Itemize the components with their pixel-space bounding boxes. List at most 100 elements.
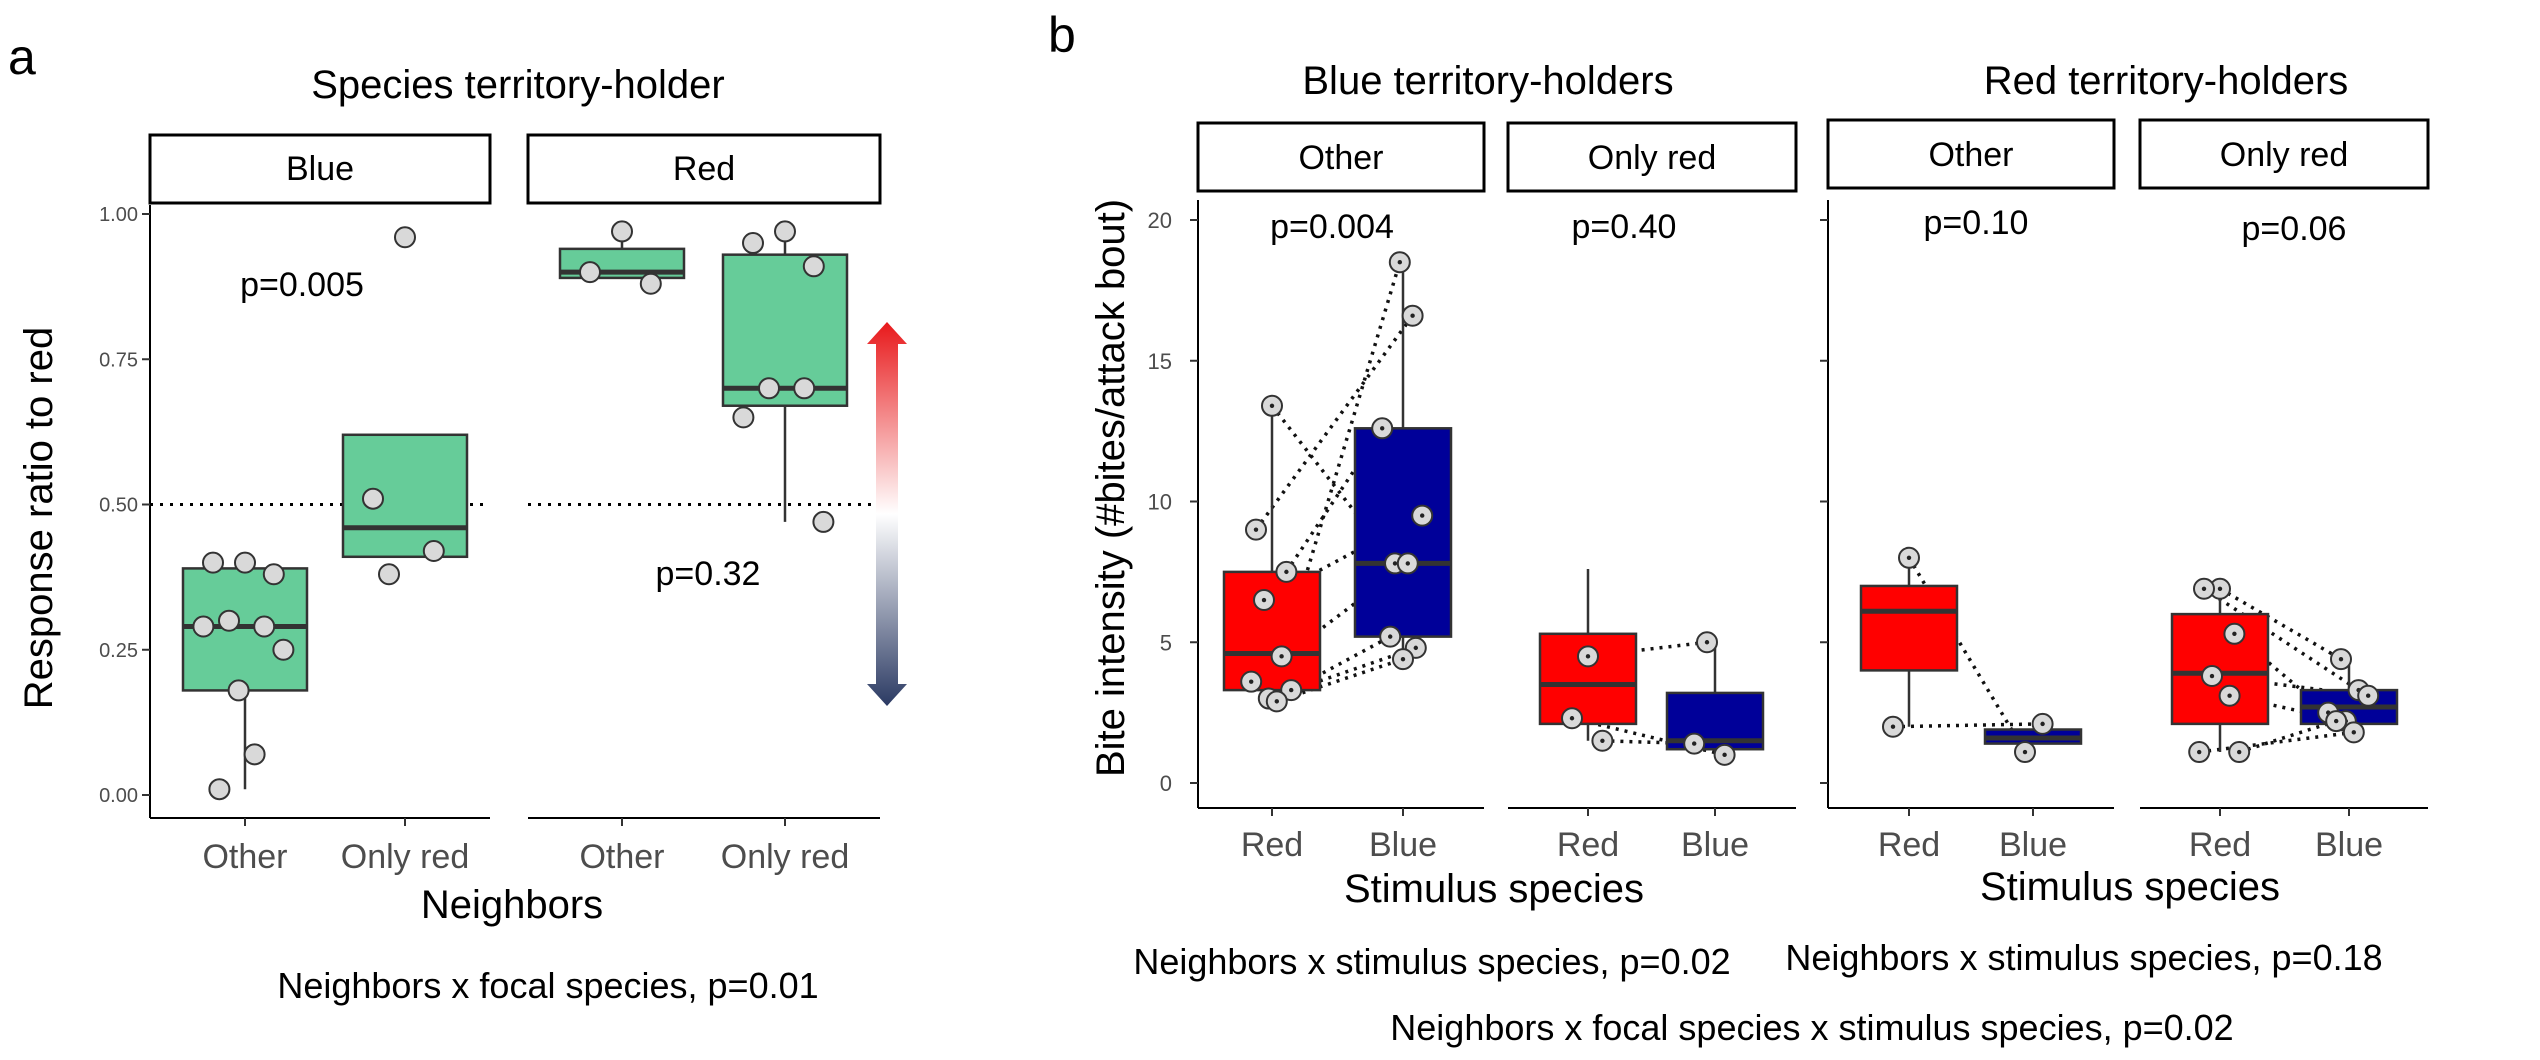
pair-line bbox=[1279, 261, 1402, 657]
x-tick-label: Blue bbox=[1681, 826, 1749, 864]
pair-line bbox=[1276, 657, 1404, 704]
box-b-point-center bbox=[1249, 679, 1254, 684]
box-a-point bbox=[362, 487, 384, 510]
pvalue-b-red-other: p=0.10 bbox=[1924, 204, 2029, 242]
pvalue-b-red-onlyred: p=0.06 bbox=[2242, 210, 2347, 248]
box-b-point-center bbox=[2201, 586, 2207, 591]
x-tick-label: Only red bbox=[341, 838, 470, 876]
y-tick-label: 5 bbox=[1160, 630, 1172, 655]
panel-b-boxes bbox=[1222, 251, 2399, 766]
box-b-point-center bbox=[1279, 654, 1284, 659]
pvalue-b-blue-other: p=0.004 bbox=[1270, 208, 1394, 246]
pair-line bbox=[2203, 587, 2360, 692]
y-tick-label: 0.75 bbox=[99, 349, 138, 371]
strip-a-blue bbox=[148, 133, 492, 205]
box-a-point bbox=[639, 272, 662, 295]
box-a-point bbox=[208, 778, 231, 801]
box-a-point bbox=[579, 261, 601, 284]
box-a-point bbox=[192, 615, 215, 638]
box-b-point-center bbox=[2338, 656, 2344, 662]
box-a-point bbox=[611, 220, 633, 243]
box-a-point bbox=[802, 255, 825, 278]
box-b-point-center bbox=[2209, 673, 2215, 679]
box-b-point-center bbox=[2334, 718, 2339, 724]
box-b-point-center bbox=[1405, 561, 1411, 566]
strip-b-blue-onlyred bbox=[1506, 121, 1798, 193]
box-a-box bbox=[721, 253, 849, 407]
group-blue-title: Blue territory-holders bbox=[1302, 59, 1673, 103]
box-b-point-center bbox=[1380, 426, 1385, 431]
y-tick-label: 0.25 bbox=[99, 640, 138, 662]
box-b-point-center bbox=[2217, 586, 2223, 591]
box-b-point-center bbox=[1410, 313, 1415, 318]
pvalue-a-red: p=0.32 bbox=[656, 555, 761, 593]
x-tick-label: Red bbox=[1878, 826, 1940, 864]
x-tick-label: Blue bbox=[2315, 826, 2383, 864]
box-b-point-center bbox=[1397, 260, 1403, 265]
box-a-point bbox=[218, 609, 240, 632]
box-b-point-center bbox=[1569, 716, 1575, 721]
x-tick-label: Only red bbox=[721, 838, 850, 876]
box-a-point bbox=[793, 377, 816, 400]
x-tick-label: Red bbox=[1557, 826, 1619, 864]
box-a-point bbox=[227, 679, 250, 702]
box-a-point bbox=[742, 232, 764, 255]
box-b-point-center bbox=[1906, 555, 1912, 560]
box-b-point-center bbox=[2351, 730, 2356, 735]
box-b-point-center bbox=[1388, 634, 1393, 639]
strip-b-blue-onlyred-label: Only red bbox=[1588, 139, 1717, 177]
box-a-point bbox=[272, 638, 295, 661]
strip-b-red-other bbox=[1826, 118, 2116, 190]
box-b-point-center bbox=[1600, 738, 1605, 743]
group-red-footer: Neighbors x stimulus species, p=0.18 bbox=[1785, 937, 2382, 978]
box-b-box bbox=[1538, 632, 1638, 726]
group-red-title: Red territory-holders bbox=[1984, 59, 2349, 103]
box-a-point bbox=[202, 551, 224, 574]
box-b-point-center bbox=[2040, 721, 2045, 727]
box-b-point-center bbox=[2232, 631, 2237, 637]
y-tick-label: 0.50 bbox=[99, 495, 138, 517]
pair-line bbox=[1892, 722, 2043, 729]
pvalue-b-blue-onlyred: p=0.40 bbox=[1572, 208, 1677, 246]
pair-line bbox=[1602, 739, 1695, 746]
panel-b-ylabel: Bite intensity (#bites/attack bout) bbox=[1089, 199, 1133, 777]
box-b-point-center bbox=[1400, 656, 1406, 662]
box-a-point bbox=[394, 226, 416, 249]
box-b-point-center bbox=[1704, 640, 1710, 645]
red-blue-gradient-arrow-icon bbox=[867, 322, 907, 706]
y-tick-label: 20 bbox=[1148, 208, 1172, 233]
box-b-point-center bbox=[2022, 749, 2028, 755]
box-a-point bbox=[253, 615, 276, 638]
box-b-point-center bbox=[1420, 513, 1425, 518]
strip-a-blue-label: Blue bbox=[286, 150, 354, 188]
panel-a-xlabel: Neighbors bbox=[421, 883, 603, 927]
box-b-point-center bbox=[1890, 724, 1896, 729]
strip-a-red bbox=[526, 133, 882, 205]
box-b-point-center bbox=[1274, 699, 1280, 704]
y-tick-label: 0 bbox=[1160, 771, 1172, 796]
strip-b-blue-other bbox=[1196, 121, 1486, 193]
panel-a-boxes bbox=[181, 220, 849, 801]
y-tick-label: 0.00 bbox=[99, 785, 138, 807]
box-b-box bbox=[1222, 570, 1322, 692]
panel-b-label: b bbox=[1048, 7, 1076, 63]
panel-a-ylabel: Response ratio to red bbox=[17, 327, 61, 709]
box-a-point bbox=[234, 551, 256, 574]
box-b-point-center bbox=[2237, 749, 2242, 755]
panel-a-title: Species territory-holder bbox=[311, 63, 725, 107]
x-tick-label: Blue bbox=[1369, 826, 1437, 864]
x-tick-label: Other bbox=[202, 838, 287, 876]
y-tick-label: 1.00 bbox=[99, 204, 138, 226]
pair-line bbox=[1284, 427, 1384, 573]
box-b-point-center bbox=[1284, 569, 1289, 575]
strip-b-red-onlyred bbox=[2138, 118, 2430, 190]
panel-b-footer-overall: Neighbors x focal species x stimulus spe… bbox=[1390, 1007, 2233, 1048]
box-b-point-center bbox=[2227, 693, 2232, 698]
x-tick-label: Blue bbox=[1999, 826, 2067, 864]
panel-a-footer: Neighbors x focal species, p=0.01 bbox=[277, 965, 818, 1006]
box-b-point-center bbox=[1585, 654, 1591, 659]
box-b-point-center bbox=[2366, 693, 2371, 698]
x-tick-label: Red bbox=[1241, 826, 1303, 864]
